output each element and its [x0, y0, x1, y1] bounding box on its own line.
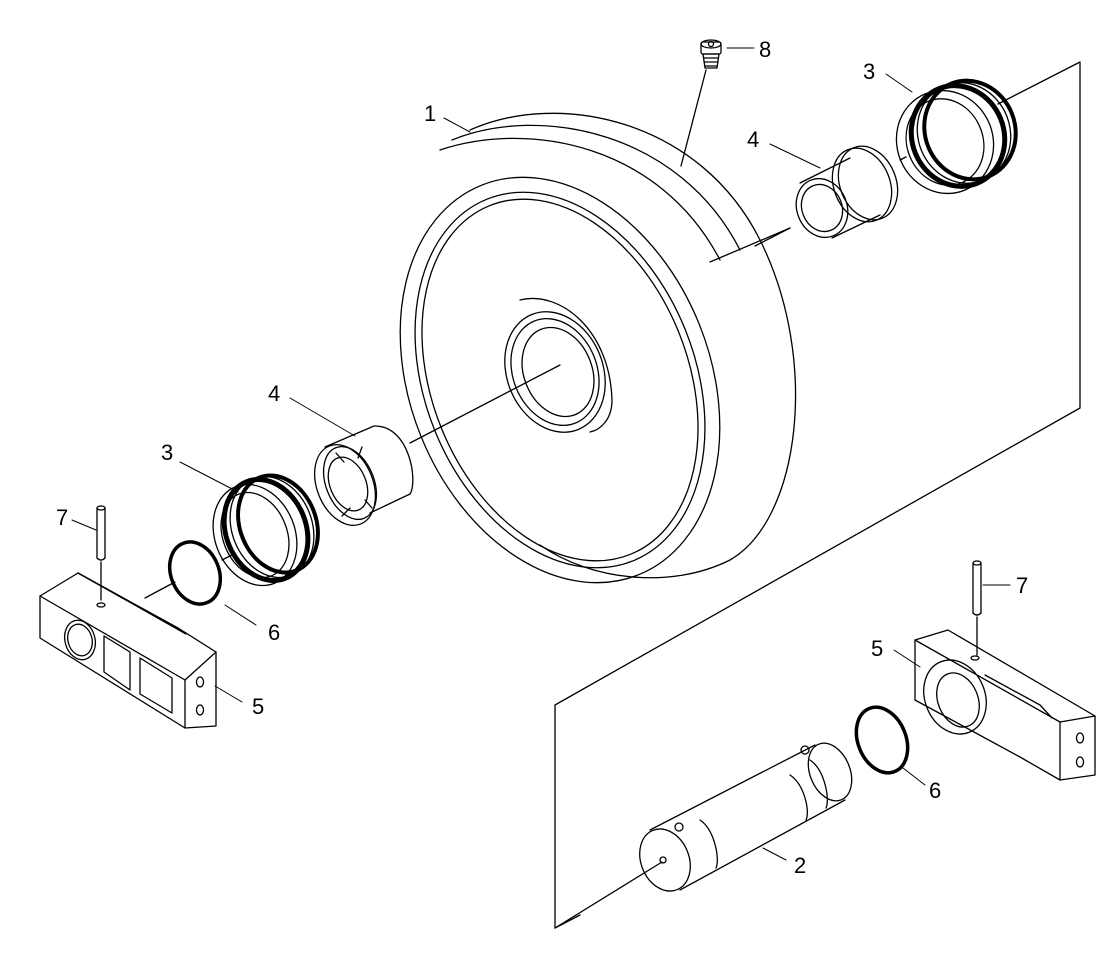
callout-4-left: 4	[268, 381, 280, 406]
floating-seal-left	[198, 463, 332, 598]
assembly-plane-outline	[554, 61, 1081, 929]
grease-plug	[681, 40, 721, 166]
shaft	[631, 737, 860, 899]
callout-8: 8	[759, 37, 771, 62]
callout-2: 2	[794, 853, 806, 878]
callout-1: 1	[424, 101, 436, 126]
axis-center-lines	[144, 156, 907, 929]
callout-5-right: 5	[871, 636, 883, 661]
pin-right	[973, 561, 981, 655]
callout-3-left: 3	[161, 440, 173, 465]
o-ring-left	[167, 540, 223, 606]
floating-seal-right	[881, 67, 1030, 208]
callout-6-left: 6	[268, 620, 280, 645]
bushing-left	[303, 426, 413, 534]
leader-lines	[71, 47, 1011, 861]
pin-left	[97, 506, 105, 600]
callout-labels: 1 2 3 3 4 4 5 5 6 6 7 7 8	[56, 37, 1028, 878]
callout-7-left: 7	[56, 505, 68, 530]
callout-4-right: 4	[747, 127, 759, 152]
end-bracket-left	[40, 573, 216, 728]
end-bracket-right	[913, 630, 1095, 780]
callout-7-right: 7	[1016, 573, 1028, 598]
o-ring-right	[854, 705, 910, 775]
callout-3-right: 3	[863, 59, 875, 84]
callout-5-left: 5	[252, 694, 264, 719]
callout-6-right: 6	[929, 778, 941, 803]
bushing-right	[788, 137, 909, 245]
idler-wheel	[342, 113, 795, 631]
